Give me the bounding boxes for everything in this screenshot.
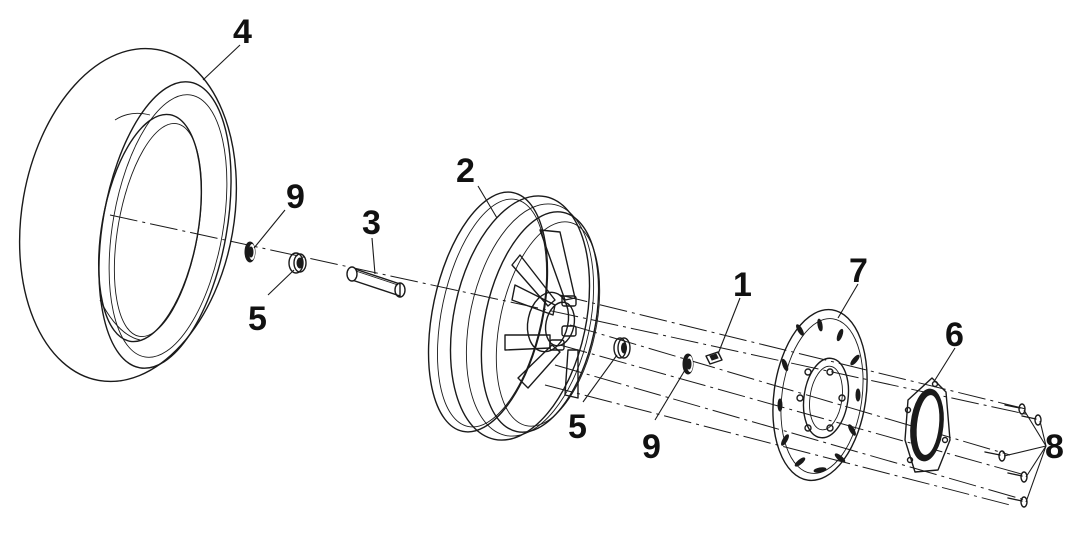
callout-bearing-right: 5: [568, 408, 587, 446]
callout-bearing-left: 5: [248, 300, 267, 338]
bearing-right: [613, 337, 631, 359]
bolt: [1004, 403, 1026, 415]
seal-right: [682, 353, 694, 375]
tire: [18, 47, 238, 383]
bolt: [1021, 414, 1042, 426]
callout-labels: 1 2 3 4 5 5 6 7 8 9 9: [233, 13, 1064, 466]
brake-disc: [772, 308, 868, 482]
callout-tire: 4: [233, 13, 252, 51]
seal-left: [244, 241, 256, 263]
callout-valve: 1: [733, 266, 752, 304]
bolt: [1007, 471, 1028, 483]
bolt: [1007, 496, 1028, 508]
bearing-left: [288, 252, 307, 274]
valve: [705, 351, 723, 365]
callout-disc-adapter: 6: [945, 316, 964, 354]
callout-bolts: 8: [1045, 428, 1064, 466]
bolt: [984, 450, 1006, 462]
disc-adapter: [904, 377, 951, 473]
callout-rim: 2: [456, 152, 475, 190]
callout-seal-left: 9: [286, 178, 305, 216]
disc-slots: [777, 318, 861, 473]
leader-lines: [202, 44, 1047, 503]
spacer: [346, 266, 406, 298]
callout-seal-right: 9: [642, 428, 661, 466]
callout-spacer: 3: [362, 204, 381, 242]
bolts: [984, 403, 1042, 508]
rim: [427, 191, 601, 441]
callout-brake-disc: 7: [849, 252, 868, 290]
